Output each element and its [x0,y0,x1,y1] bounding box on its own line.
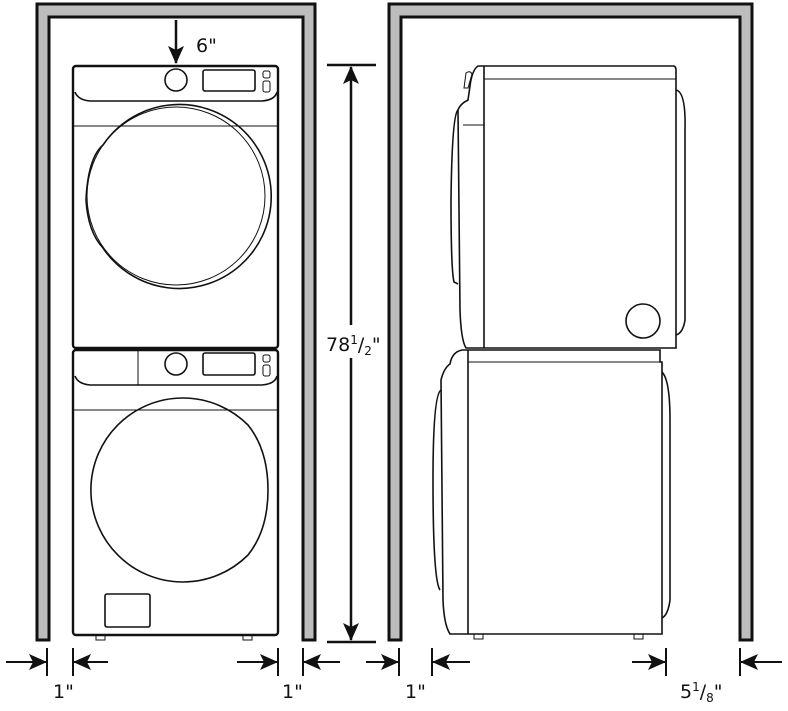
washer-drawer [104,593,151,628]
dryer-display [202,69,256,92]
side-view-closet [387,2,754,642]
front-view-closet [35,2,317,642]
right-side-clearance-dimension: 1" [237,648,340,703]
left-side-clearance-label: 1" [53,681,74,703]
washer-door [90,397,269,583]
rear-clearance-dimension: 51/8" [632,648,782,705]
washer-side [432,349,671,640]
top-clearance-dimension: 6" [168,20,217,64]
top-clearance-label: 6" [196,35,217,57]
dryer-vent-icon [625,303,661,339]
dryer-knob-icon [164,68,188,92]
height-label: 781/2" [326,333,381,358]
rear-clearance-label: 51/8" [680,680,723,705]
right-side-clearance-label: 1" [282,681,303,703]
dryer-side [450,65,686,349]
washer-knob-icon [164,352,188,376]
height-dimension: 781/2" [326,63,381,644]
front-clearance-label: 1" [405,681,426,703]
washer-front [71,348,280,641]
front-clearance-dimension: 1" [366,648,470,703]
dryer-front [71,64,280,350]
dryer-door [85,103,272,290]
washer-display [202,352,256,376]
left-side-clearance-dimension: 1" [6,648,108,703]
